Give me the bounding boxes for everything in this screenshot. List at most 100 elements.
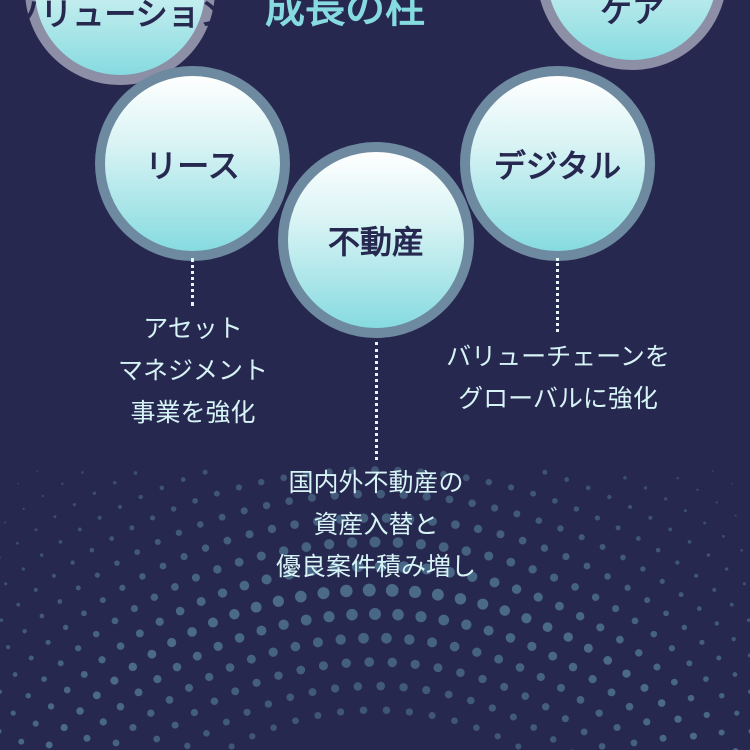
dot bbox=[353, 682, 363, 691]
dot bbox=[623, 475, 627, 480]
dot bbox=[518, 536, 527, 545]
dot bbox=[676, 476, 679, 480]
dot bbox=[542, 469, 548, 475]
dot bbox=[213, 641, 223, 652]
dot bbox=[478, 674, 487, 684]
dot bbox=[499, 605, 511, 616]
dot bbox=[262, 501, 271, 510]
dot bbox=[98, 656, 106, 664]
pillar-label: デジタル bbox=[493, 146, 622, 185]
dot bbox=[323, 611, 335, 623]
dot bbox=[635, 536, 641, 541]
dot bbox=[536, 672, 545, 682]
dot bbox=[109, 536, 115, 541]
dot bbox=[60, 723, 68, 732]
dot bbox=[290, 520, 299, 529]
dot bbox=[129, 525, 135, 531]
dot bbox=[604, 573, 611, 580]
dot bbox=[734, 710, 740, 716]
dot bbox=[568, 662, 578, 672]
dot bbox=[47, 703, 55, 710]
dot bbox=[668, 645, 676, 652]
dot bbox=[399, 683, 408, 692]
dot bbox=[549, 736, 557, 743]
dot bbox=[376, 489, 386, 499]
connector-line bbox=[191, 258, 194, 306]
dot bbox=[438, 542, 449, 552]
dot bbox=[500, 682, 509, 691]
dot bbox=[36, 470, 39, 472]
dot bbox=[336, 708, 345, 716]
dot bbox=[643, 718, 651, 726]
dot bbox=[742, 582, 746, 586]
dot bbox=[312, 516, 322, 526]
dot bbox=[716, 655, 722, 661]
pillar-description-leasing: アセット マネジメント 事業を強化 bbox=[118, 308, 268, 434]
description-line: 国内外不動産の bbox=[288, 468, 464, 497]
description-line: マネジメント bbox=[117, 356, 269, 385]
dot bbox=[268, 647, 278, 657]
dot bbox=[428, 516, 438, 526]
connector-line bbox=[556, 258, 559, 332]
dot bbox=[630, 739, 638, 747]
dot bbox=[613, 723, 621, 732]
dot bbox=[392, 537, 404, 548]
dot bbox=[485, 478, 492, 486]
dot bbox=[620, 554, 626, 561]
dot bbox=[70, 560, 75, 565]
dot bbox=[330, 491, 339, 500]
dot bbox=[16, 602, 21, 607]
dot bbox=[252, 678, 261, 687]
dot bbox=[722, 534, 725, 538]
dot bbox=[528, 565, 537, 574]
description-line: 優良案件積み増し bbox=[275, 552, 477, 581]
dot bbox=[112, 739, 120, 747]
dot bbox=[225, 663, 235, 672]
dot bbox=[624, 584, 631, 591]
dot bbox=[703, 521, 707, 525]
dot bbox=[530, 724, 538, 731]
dot bbox=[207, 617, 218, 628]
dot bbox=[153, 675, 162, 684]
dot bbox=[172, 662, 182, 672]
dot bbox=[234, 633, 245, 643]
dot bbox=[603, 656, 613, 665]
dot bbox=[239, 580, 250, 591]
dot bbox=[505, 633, 516, 643]
dot bbox=[449, 641, 460, 652]
pillar-real-estate: 不動産 bbox=[278, 142, 474, 338]
dot bbox=[670, 678, 678, 686]
dot bbox=[57, 660, 64, 667]
dot bbox=[222, 718, 230, 726]
dot bbox=[6, 645, 11, 650]
dot bbox=[53, 515, 57, 519]
dot bbox=[747, 653, 750, 658]
dot bbox=[433, 663, 443, 673]
dot bbox=[659, 578, 665, 584]
dot bbox=[301, 542, 312, 552]
dot bbox=[392, 608, 404, 621]
dot bbox=[150, 593, 159, 601]
dot bbox=[159, 485, 165, 491]
dot bbox=[72, 503, 76, 507]
dot bbox=[170, 506, 177, 512]
connector-line bbox=[375, 342, 378, 460]
dot bbox=[77, 527, 82, 532]
dot bbox=[385, 584, 399, 597]
dot bbox=[192, 497, 198, 504]
dot bbox=[191, 573, 200, 582]
dot bbox=[663, 610, 669, 617]
dot bbox=[97, 515, 102, 520]
dot bbox=[683, 509, 687, 513]
description-line: グローバルに強化 bbox=[458, 384, 658, 413]
dot bbox=[167, 637, 177, 648]
dot bbox=[267, 524, 277, 534]
dot bbox=[341, 658, 351, 668]
dot bbox=[111, 617, 119, 625]
dot bbox=[631, 617, 639, 625]
dot bbox=[598, 743, 606, 750]
dot bbox=[417, 468, 425, 476]
dot bbox=[513, 510, 521, 518]
dot bbox=[154, 538, 161, 545]
dot bbox=[635, 649, 643, 657]
